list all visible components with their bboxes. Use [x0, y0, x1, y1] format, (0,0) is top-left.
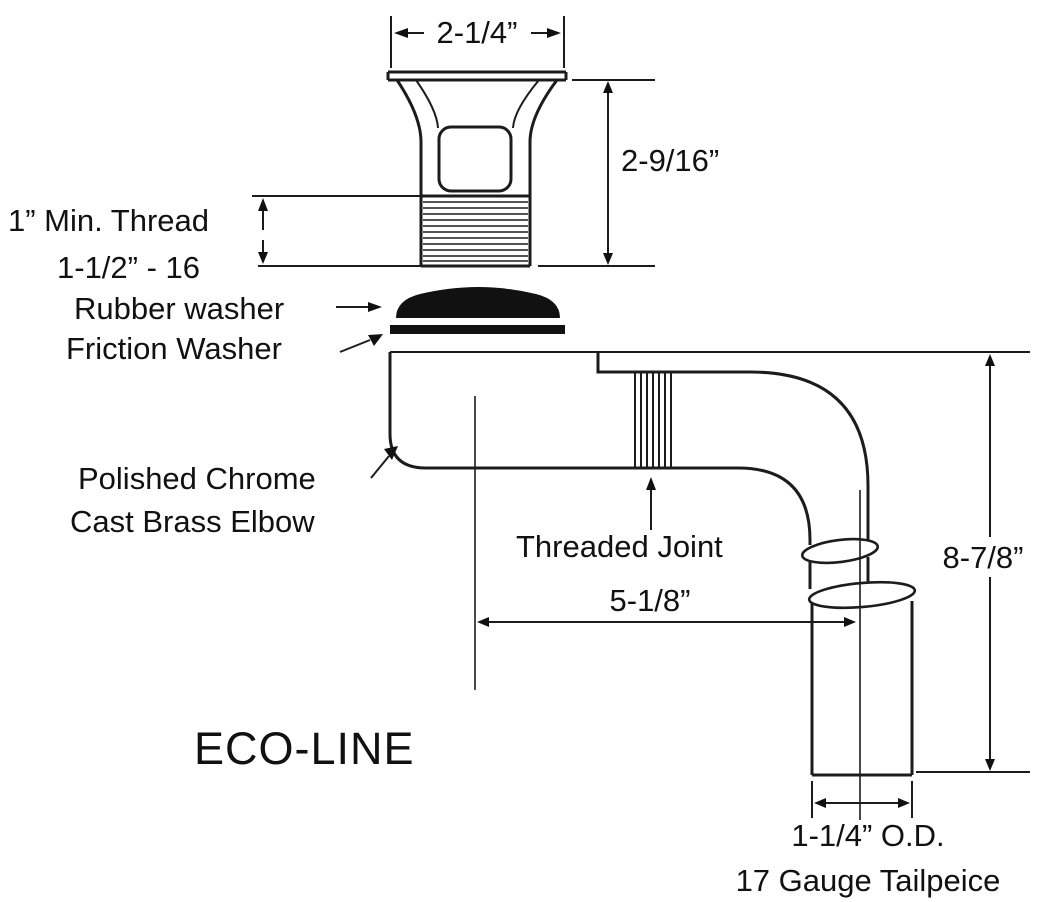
- arrow-down-icon: [603, 253, 613, 265]
- arrow-right-icon: [844, 617, 856, 627]
- label-elbow: Polished Chrome Cast Brass Elbow: [70, 446, 398, 539]
- arrow-right-icon: [898, 798, 910, 808]
- dim-outer-diameter-text: 1-1/4” O.D.: [791, 818, 944, 853]
- pipe-break-icon: [807, 580, 917, 610]
- arrow-up-icon: [646, 477, 656, 490]
- dim-flange-width-text: 2-1/4”: [437, 15, 518, 50]
- arrow-left-icon: [814, 798, 826, 808]
- label-cast-brass-elbow: Cast Brass Elbow: [70, 504, 315, 539]
- label-min-thread: 1” Min. Thread: [8, 203, 209, 238]
- dim-flange-width: 2-1/4”: [390, 15, 565, 68]
- label-tailpiece: 17 Gauge Tailpeice: [736, 863, 1001, 898]
- arrow-down-icon: [258, 252, 268, 264]
- pipe-break-symbols: [800, 537, 917, 610]
- thread-reference: 1” Min. Thread 1-1/2” - 16: [8, 195, 421, 285]
- dim-outer-diameter: 1-1/4” O.D. 17 Gauge Tailpeice: [736, 781, 1001, 898]
- friction-washer: Friction Washer: [66, 325, 565, 366]
- brand-text: ECO-LINE: [194, 723, 415, 774]
- pipe-break-icon: [800, 537, 880, 565]
- dim-overall-height: 8-7/8”: [916, 354, 1034, 773]
- dim-body-height: 2-9/16”: [538, 79, 719, 267]
- arrow-left-icon: [477, 617, 489, 627]
- label-friction-washer: Friction Washer: [66, 331, 282, 366]
- arrow-right-icon: [368, 302, 382, 312]
- arrow-down-icon: [985, 759, 995, 771]
- arrow-up-icon: [258, 198, 268, 211]
- drain-flange: [386, 70, 568, 196]
- arrow-up-right-icon: [368, 334, 383, 346]
- rubber-washer-shape: [396, 287, 560, 318]
- label-rubber-washer: Rubber washer: [74, 291, 284, 326]
- label-threaded-joint: Threaded Joint: [516, 529, 723, 564]
- drain-threads: [419, 194, 532, 268]
- arrow-left-icon: [394, 28, 408, 38]
- label-thread-spec: 1-1/2” - 16: [57, 250, 200, 285]
- arrow-up-right-icon: [384, 446, 398, 460]
- arrow-up-icon: [603, 81, 613, 93]
- tailpiece: [810, 601, 914, 777]
- dim-overall-height-text: 8-7/8”: [943, 540, 1024, 575]
- dim-body-height-text: 2-9/16”: [621, 143, 719, 178]
- centerlines: [474, 396, 861, 820]
- arrow-up-icon: [985, 354, 995, 366]
- label-polished-chrome: Polished Chrome: [78, 461, 316, 496]
- strainer-opening: [437, 125, 513, 193]
- threaded-joint: Threaded Joint: [516, 373, 723, 564]
- rubber-washer: Rubber washer: [74, 287, 560, 326]
- dim-text-mask: [932, 537, 1034, 577]
- dim-horizontal-span: 5-1/8”: [477, 583, 856, 627]
- friction-washer-shape: [390, 325, 565, 334]
- dim-horizontal-span-text: 5-1/8”: [610, 583, 691, 618]
- elbow-body: [388, 352, 632, 470]
- arrow-right-icon: [547, 28, 561, 38]
